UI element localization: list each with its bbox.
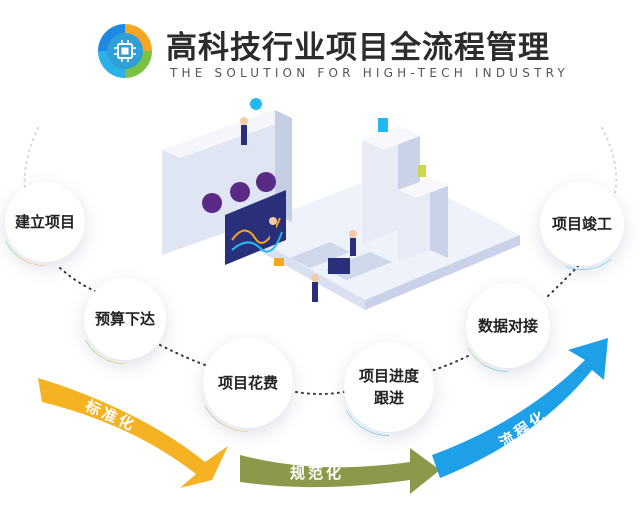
- node-progress: 项目进度跟进: [340, 338, 438, 436]
- node-label: 项目进度跟进: [358, 367, 419, 407]
- node-label: 数据对接: [477, 317, 538, 335]
- node-label: 项目竣工: [551, 215, 612, 233]
- connector-2: [159, 344, 209, 367]
- flow-label-normalize: 规范化: [290, 464, 345, 482]
- node-reconcile: 数据对接: [462, 280, 554, 372]
- page-subtitle: THE SOLUTION FOR HIGH-TECH INDUSTRY: [170, 66, 569, 80]
- node-budget: 预算下达: [80, 274, 170, 364]
- flow-arrow-process: [432, 338, 608, 478]
- connector-5: [547, 265, 579, 297]
- node-complete: 项目竣工: [536, 178, 628, 270]
- node-start: 建立项目: [1, 178, 89, 266]
- flow-arrow-normalize: [240, 448, 440, 494]
- logo: [98, 24, 152, 78]
- chip-icon: [107, 33, 143, 69]
- node-label: 项目花费: [217, 374, 278, 392]
- node-label: 预算下达: [94, 310, 155, 328]
- header: 高科技行业项目全流程管理 THE SOLUTION FOR HIGH-TECH …: [92, 18, 572, 88]
- connector-4: [427, 354, 471, 373]
- node-cost: 项目花费: [199, 334, 297, 432]
- tech-illustration: [162, 98, 520, 310]
- flow-arrow-standardize: [38, 378, 228, 488]
- node-label: 建立项目: [14, 213, 75, 231]
- page-title: 高科技行业项目全流程管理: [166, 30, 550, 66]
- connector-3: [295, 391, 345, 395]
